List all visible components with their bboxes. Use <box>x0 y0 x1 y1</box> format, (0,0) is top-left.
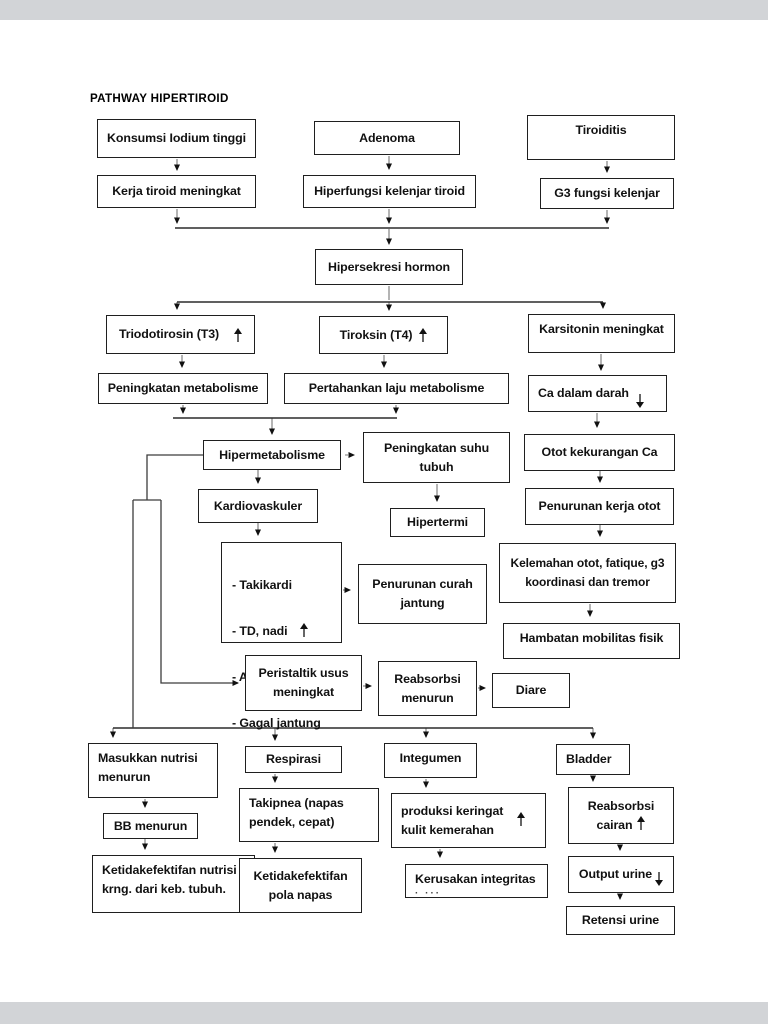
node-label: Kerja tiroid meningkat <box>112 184 241 198</box>
node-reabsorbsi-cairan: Reabsorbsi cairan <box>568 787 674 844</box>
node-label: Penurunan kerja otot <box>538 499 661 513</box>
node-tiroiditis: Tiroiditis <box>527 115 675 160</box>
node-label: Hiperfungsi kelenjar tiroid <box>314 184 465 198</box>
node-tiroksin-t4: Tiroksin (T4) <box>319 316 448 354</box>
up-arrow-icon <box>299 623 308 639</box>
node-hipertermi: Hipertermi <box>390 508 485 537</box>
node-bladder: Bladder <box>556 744 630 775</box>
node-hambatan-mobilitas-fisik: Hambatan mobilitas fisik <box>503 623 680 659</box>
node-label: Integumen <box>399 751 462 765</box>
list-item: - Takikardi <box>232 578 292 592</box>
node-label: Karsitonin meningkat <box>539 322 664 336</box>
node-peristaltik-usus-meningkat: Peristaltik usus meningkat <box>245 655 362 711</box>
node-kelemahan-otot: Kelemahan otot, fatique, g3 koordinasi d… <box>499 543 676 603</box>
node-kardiovaskuler: Kardiovaskuler <box>198 489 318 523</box>
up-arrow-icon <box>418 328 427 344</box>
node-integumen: Integumen <box>384 743 477 778</box>
node-label: Bladder <box>566 752 612 766</box>
node-kerja-tiroid-meningkat: Kerja tiroid meningkat <box>97 175 256 208</box>
node-ketidakefektifan-pola-napas: Ketidakefektifan pola napas <box>239 858 362 913</box>
node-otot-kekurangan-ca: Otot kekurangan Ca <box>524 434 675 471</box>
node-respirasi: Respirasi <box>245 746 342 773</box>
node-output-urine: Output urine <box>568 856 674 893</box>
node-ca-dalam-darah: Ca dalam darah <box>528 375 667 412</box>
node-label: Kerusakan integritas <box>415 872 536 886</box>
node-hiperfungsi-kelenjar-tiroid: Hiperfungsi kelenjar tiroid <box>303 175 476 208</box>
node-label: Respirasi <box>266 752 321 766</box>
node-retensi-urine: Retensi urine <box>566 906 675 935</box>
node-label: Peningkatan suhu tubuh <box>383 440 490 474</box>
node-label: Pertahankan laju metabolisme <box>308 381 485 395</box>
node-label: Reabsorbsi <box>587 798 655 813</box>
up-arrow-icon <box>636 815 645 832</box>
node-label: Takipnea (napas pendek, cepat) <box>249 796 344 829</box>
node-g3-fungsi-kelenjar: G3 fungsi kelenjar <box>540 178 674 209</box>
down-arrow-icon <box>635 392 644 408</box>
node-label: Ca dalam darah <box>538 386 629 400</box>
up-arrow-icon <box>516 812 525 828</box>
node-takipnea: Takipnea (napas pendek, cepat) <box>239 788 379 842</box>
node-label: Triodotirosin (T3) <box>118 327 220 341</box>
node-label: Hipersekresi hormon <box>327 259 451 274</box>
node-label: Tiroiditis <box>575 123 627 137</box>
node-triodotirosin-t3: Triodotirosin (T3) <box>106 315 255 354</box>
node-label: Hipermetabolisme <box>219 447 325 462</box>
node-label: Reabsorbsi menurun <box>394 671 461 705</box>
node-label: Konsumsi Iodium tinggi <box>107 131 246 145</box>
node-label: Otot kekurangan Ca <box>541 445 658 459</box>
node-label: Adenoma <box>359 130 415 145</box>
node-label: G3 fungsi kelenjar <box>554 186 660 200</box>
node-label: BB menurun <box>113 818 188 833</box>
node-produksi-keringat: produksi keringat kulit kemerahan <box>391 793 546 848</box>
node-label: Ketidakefektifan nutrisi krng. dari keb.… <box>102 863 237 896</box>
node-label: Hipertermi <box>407 515 468 529</box>
up-arrow-icon <box>233 327 242 344</box>
node-ketidakefektifan-nutrisi: Ketidakefektifan nutrisi krng. dari keb.… <box>92 855 255 913</box>
node-kerusakan-integritas: Kerusakan integritas · ··· <box>405 864 548 898</box>
diagram-title: PATHWAY HIPERTIROID <box>90 92 229 105</box>
node-penurunan-kerja-otot: Penurunan kerja otot <box>525 488 674 525</box>
node-hipermetabolisme: Hipermetabolisme <box>203 440 341 470</box>
node-label: Retensi urine <box>581 913 660 927</box>
node-label: Diare <box>515 683 547 697</box>
node-diare: Diare <box>492 673 570 708</box>
node-penurunan-curah-jantung: Penurunan curah jantung <box>358 564 487 624</box>
node-reabsorbsi-menurun: Reabsorbsi menurun <box>378 661 477 716</box>
node-karsitonin-meningkat: Karsitonin meningkat <box>528 314 675 353</box>
viewer-margin-bottom <box>0 1002 768 1024</box>
node-konsumsi-iodium-tinggi: Konsumsi Iodium tinggi <box>97 119 256 158</box>
node-label: produksi keringat kulit kemerahan <box>401 803 504 837</box>
node-peningkatan-suhu-tubuh: Peningkatan suhu tubuh <box>363 432 510 483</box>
node-label: Peristaltik usus meningkat <box>258 666 349 699</box>
node-masukkan-nutrisi-menurun: Masukkan nutrisi menurun <box>88 743 218 798</box>
node-peningkatan-metabolisme: Peningkatan metabolisme <box>98 373 268 404</box>
node-label-partial: · ··· <box>415 888 442 898</box>
viewer-margin-top <box>0 0 768 20</box>
node-label: Penurunan curah jantung <box>372 577 473 610</box>
node-bb-menurun: BB menurun <box>103 813 198 839</box>
node-label: cairan <box>596 817 633 832</box>
node-label: Hambatan mobilitas fisik <box>519 631 664 645</box>
node-label: Masukkan nutrisi menurun <box>98 751 198 784</box>
node-label: Peningkatan metabolisme <box>107 381 259 395</box>
list-item: - TD, nadi <box>232 620 341 643</box>
node-label: Output urine <box>578 867 653 881</box>
node-hipersekresi-hormon: Hipersekresi hormon <box>315 249 463 285</box>
list-item: - Gagal jantung <box>232 716 321 730</box>
down-arrow-icon <box>654 870 663 886</box>
node-label: Kardiovaskuler <box>213 498 303 513</box>
node-label: Tiroksin (T4) <box>339 327 413 342</box>
node-label: Kelemahan otot, fatique, g3 koordinasi d… <box>510 556 665 589</box>
node-pertahankan-laju-metabolisme: Pertahankan laju metabolisme <box>284 373 509 404</box>
node-kardiovaskuler-symptom-list: - Takikardi - TD, nadi - Angina - Gagal … <box>221 542 342 730</box>
node-label: Ketidakefektifan pola napas <box>253 868 348 902</box>
node-adenoma: Adenoma <box>314 121 460 155</box>
